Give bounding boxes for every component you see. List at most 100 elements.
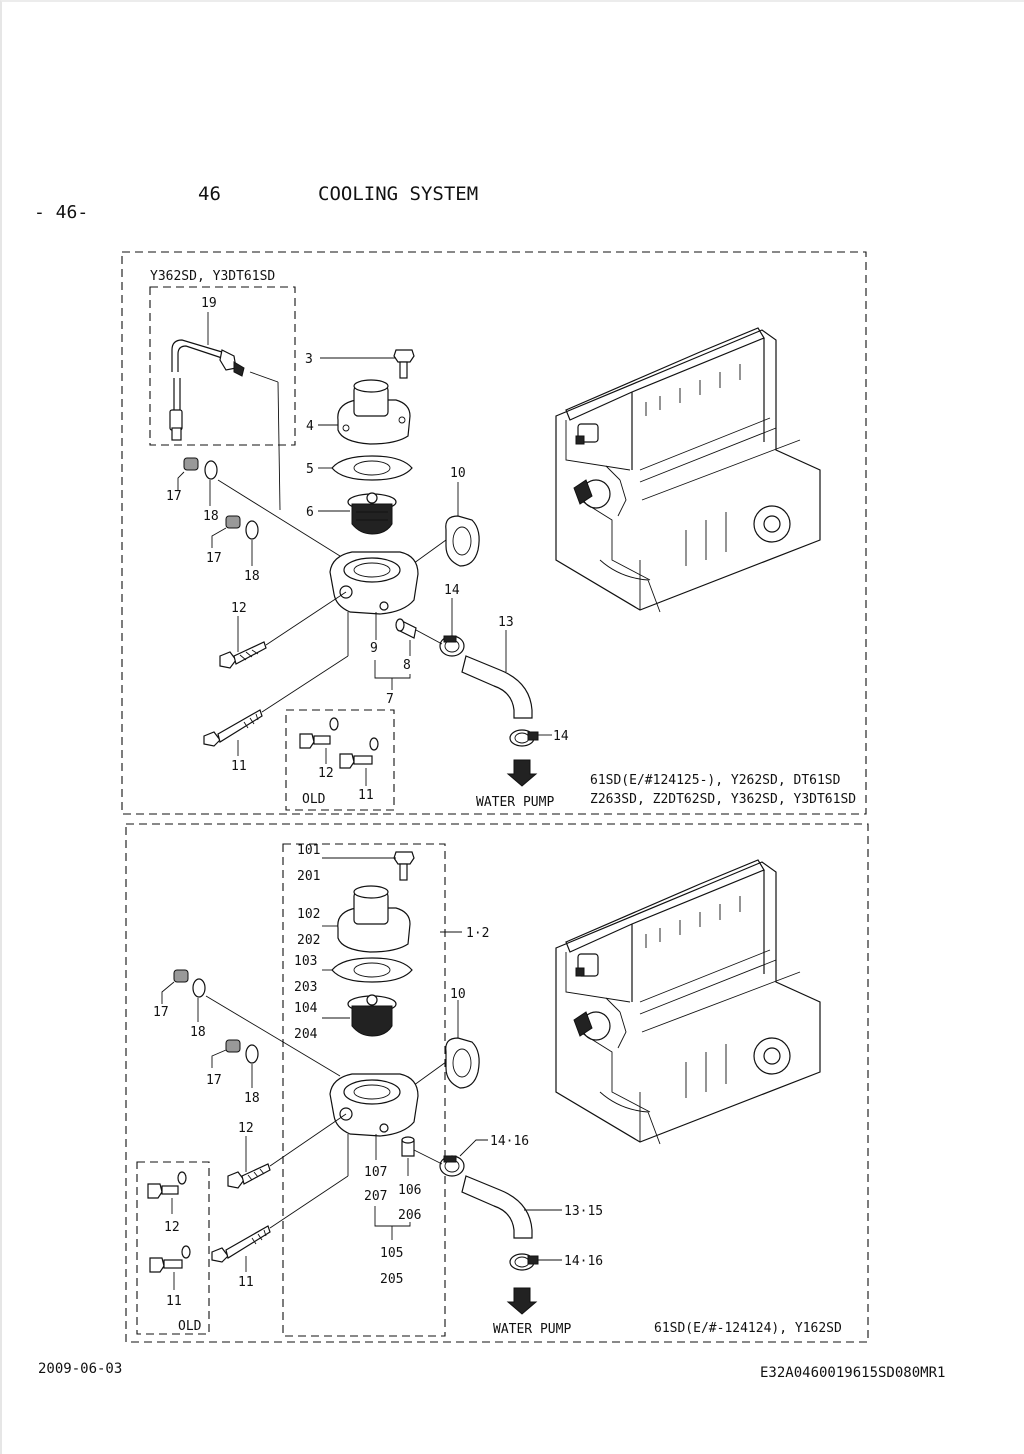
water-pump-label-bottom: WATER PUMP [493,1322,571,1337]
thermostat-part-6 [347,492,397,535]
callout-14-16a: 14·16 [490,1134,529,1149]
gasket-part-103 [331,957,413,983]
plug-part-17d [225,1039,259,1064]
bottom-old-inset-frame [136,1161,210,1335]
callout-18b: 18 [244,569,260,584]
callout-18c: 18 [190,1025,206,1040]
section-title: COOLING SYSTEM [318,183,478,205]
page-number: - 46- [34,202,88,223]
callout-4: 4 [306,419,314,434]
callout-201: 201 [297,869,320,884]
old-callout-11-top: 11 [358,788,374,803]
bottom-assembly-frame [282,843,446,1337]
callout-10: 10 [450,466,466,481]
plug-part-17c [173,969,206,998]
thermostat-housing-part-9 [329,551,419,615]
water-outlet-part-4 [337,379,411,445]
callout-101: 101 [297,843,320,858]
callout-14-16b: 14·16 [564,1254,603,1269]
callout-206: 206 [398,1208,421,1223]
engine-illustration-bottom [555,859,821,1145]
callout-13-15: 13·15 [564,1204,603,1219]
engine-illustration-top [555,327,821,613]
callout-104: 104 [294,1001,318,1016]
clamp-part-14b [509,729,539,747]
footer-document-code: E32A0460019615SD080MR1 [760,1365,945,1381]
callout-6: 6 [306,505,314,520]
bottom-panel-frame [125,823,869,1343]
callout-17b: 17 [206,551,222,566]
top-applicability-line1: 61SD(E/#124125-), Y262SD, DT61SD [590,773,841,788]
callout-3: 3 [305,352,313,367]
callout-17c: 17 [153,1005,169,1020]
water-outlet-part-102 [337,885,411,953]
callout-17a: 17 [166,489,182,504]
callout-14b: 14 [553,729,569,744]
callout-18d: 18 [244,1091,260,1106]
callout-1-2: 1·2 [466,926,489,941]
callout-205: 205 [380,1272,403,1287]
top-inset-label: Y362SD, Y3DT61SD [150,269,275,284]
callout-11: 11 [231,759,247,774]
clamp-part-14-16b [509,1253,539,1271]
old-bolt-12-top [299,717,339,749]
top-panel-frame [121,251,867,815]
old-callout-11-bottom: 11 [166,1294,182,1309]
callout-19: 19 [201,296,217,311]
pipe-part-106 [401,1136,415,1157]
pipe-part-8 [395,618,417,639]
water-pump-label-top: WATER PUMP [476,795,554,810]
gasket-part-10-bottom [445,1037,480,1089]
callout-202: 202 [297,933,320,948]
top-old-inset-frame [285,709,395,811]
bolt-part-101 [393,851,415,881]
callout-7: 7 [386,692,394,707]
callout-204: 204 [294,1027,318,1042]
bolt-part-12-bottom [227,1163,271,1189]
water-pump-arrow-bottom [506,1287,538,1315]
callout-12-bottom: 12 [238,1121,254,1136]
footer-date: 2009-06-03 [38,1361,122,1377]
top-applicability-line2: Z263SD, Z2DT62SD, Y362SD, Y3DT61SD [590,792,856,807]
clamp-part-14a [439,635,465,657]
callout-9: 9 [370,641,378,656]
bolt-part-12 [219,641,267,669]
bolt-part-3 [393,349,415,379]
callout-103: 103 [294,954,317,969]
callout-12: 12 [231,601,247,616]
callout-102: 102 [297,907,320,922]
old-callout-12-bottom: 12 [164,1220,180,1235]
callout-18a: 18 [203,509,219,524]
clamp-part-14-16a [439,1155,465,1177]
section-number: 46 [198,183,221,205]
old-label-top: OLD [302,792,326,807]
hose-part-13-15 [461,1175,533,1239]
callout-203: 203 [294,980,317,995]
thermostat-part-104 [347,994,397,1037]
callout-5: 5 [306,462,314,477]
top-inset-frame [149,286,296,446]
plug-part-17a [183,457,218,480]
old-bolt-11-top [339,737,379,769]
old-bolt-11-bottom [149,1245,191,1273]
bottom-applicability: 61SD(E/#-124124), Y162SD [654,1321,842,1336]
callout-105: 105 [380,1246,403,1261]
plug-part-17b [225,515,259,540]
bolt-part-11-bottom [211,1225,271,1263]
old-bolt-12-bottom [147,1171,187,1199]
callout-106: 106 [398,1183,421,1198]
old-callout-12-top: 12 [318,766,334,781]
water-pump-arrow-top [506,759,538,787]
hose-part-13 [461,655,533,719]
callout-11-bottom: 11 [238,1275,254,1290]
old-label-bottom: OLD [178,1319,202,1334]
sensor-part-19 [169,339,245,441]
gasket-part-5 [331,455,413,481]
callout-107: 107 [364,1165,387,1180]
callout-17d: 17 [206,1073,222,1088]
bolt-part-11 [203,709,263,747]
callout-10-bottom: 10 [450,987,466,1002]
gasket-part-10 [445,515,480,567]
